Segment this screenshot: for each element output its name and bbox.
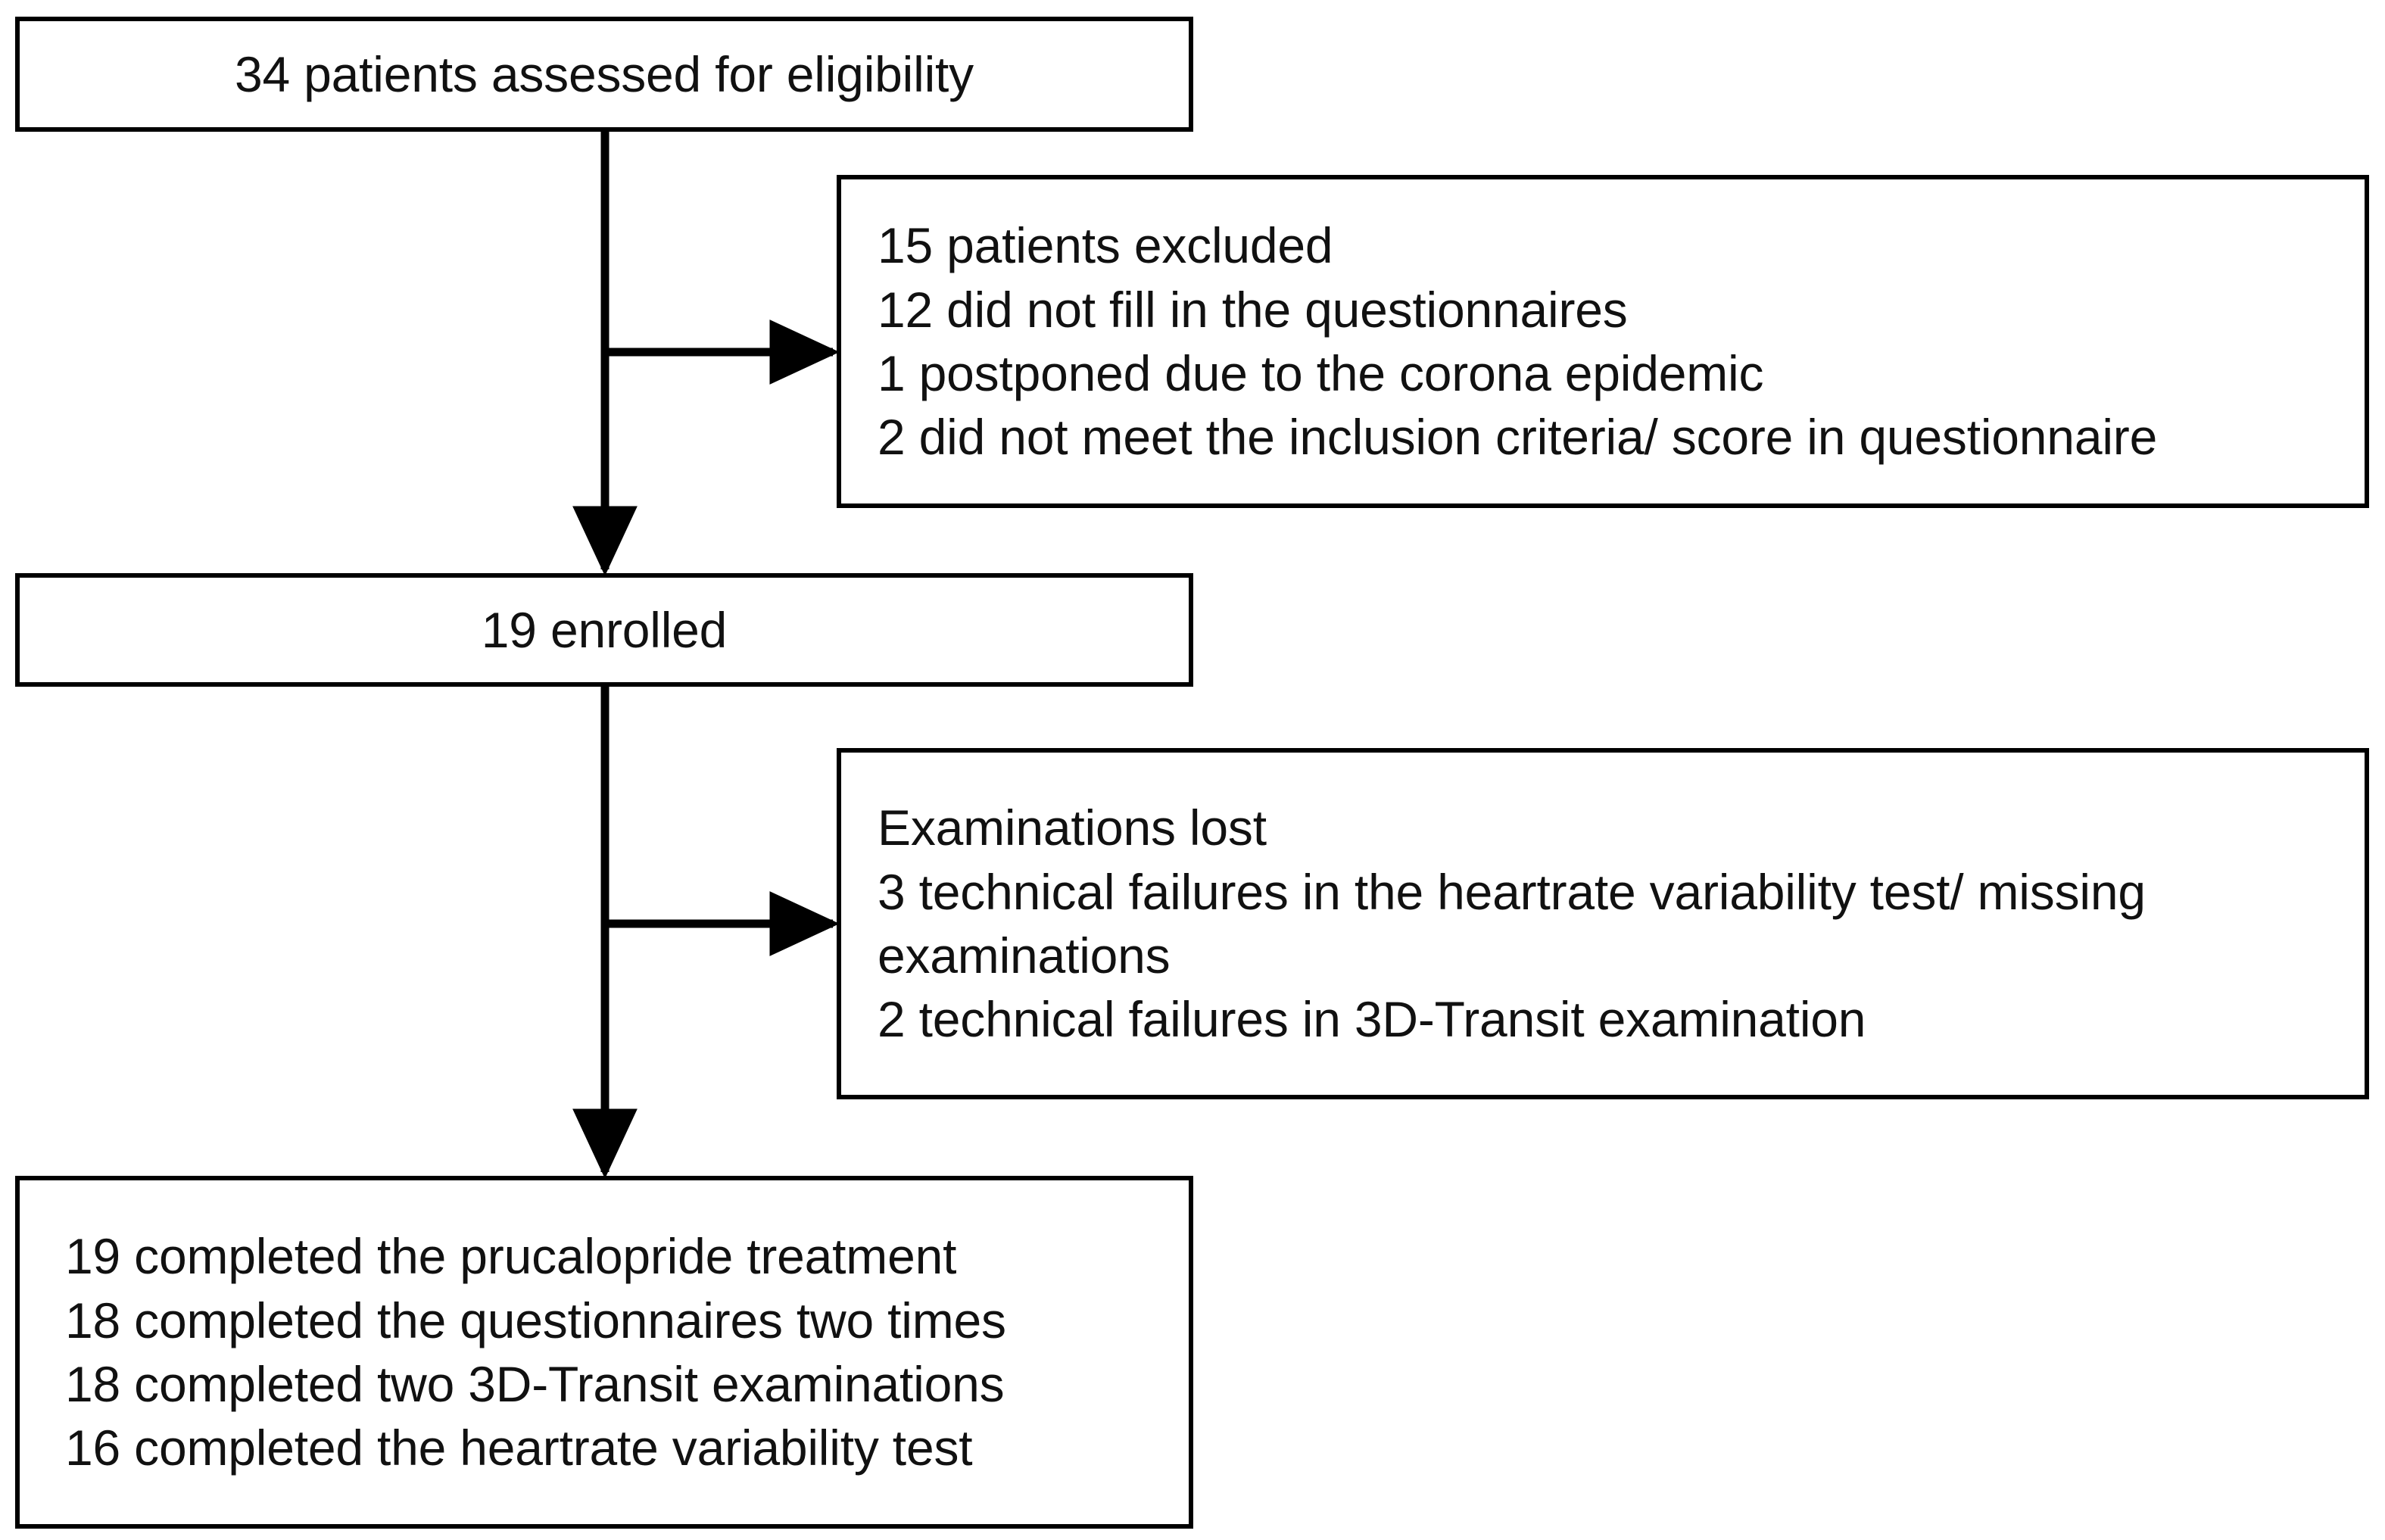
node-completed-line-2: 18 completed the questionnaires two time… [65, 1292, 1006, 1348]
node-lost-line-3: 2 technical failures in 3D-Transit exami… [878, 991, 1866, 1048]
node-examinations-lost: Examinations lost 3 technical failures i… [837, 748, 2369, 1099]
node-enrolled-line-1: 19 enrolled [481, 601, 728, 658]
node-excluded-line-4: 2 did not meet the inclusion criteria/ s… [878, 409, 2158, 466]
node-enrolled: 19 enrolled [15, 573, 1193, 687]
node-lost-line-1: Examinations lost [878, 800, 1267, 856]
node-completed-text-block: 19 completed the prucalopride treatment … [20, 1224, 1234, 1480]
node-excluded-line-2: 12 did not fill in the questionnaires [878, 281, 1628, 338]
node-completed: 19 completed the prucalopride treatment … [15, 1176, 1193, 1529]
node-completed-line-4: 16 completed the heartrate variability t… [65, 1420, 973, 1476]
node-excluded-line-3: 1 postponed due to the corona epidemic [878, 345, 1764, 401]
node-excluded-line-1: 15 patients excluded [878, 217, 1333, 274]
node-assessed-for-eligibility: 34 patients assessed for eligibility [15, 17, 1193, 132]
node-assessed-text-block: 34 patients assessed for eligibility [20, 42, 1189, 106]
node-lost-text-block: Examinations lost 3 technical failures i… [841, 796, 2385, 1052]
node-assessed-line-1: 34 patients assessed for eligibility [234, 45, 974, 102]
node-lost-line-2: 3 technical failures in the heartrate va… [878, 863, 2146, 984]
node-patients-excluded: 15 patients excluded 12 did not fill in … [837, 175, 2369, 508]
node-excluded-text-block: 15 patients excluded 12 did not fill in … [841, 214, 2385, 469]
node-enrolled-text-block: 19 enrolled [20, 598, 1189, 662]
node-completed-line-1: 19 completed the prucalopride treatment [65, 1228, 957, 1285]
node-completed-line-3: 18 completed two 3D-Transit examinations [65, 1356, 1005, 1412]
